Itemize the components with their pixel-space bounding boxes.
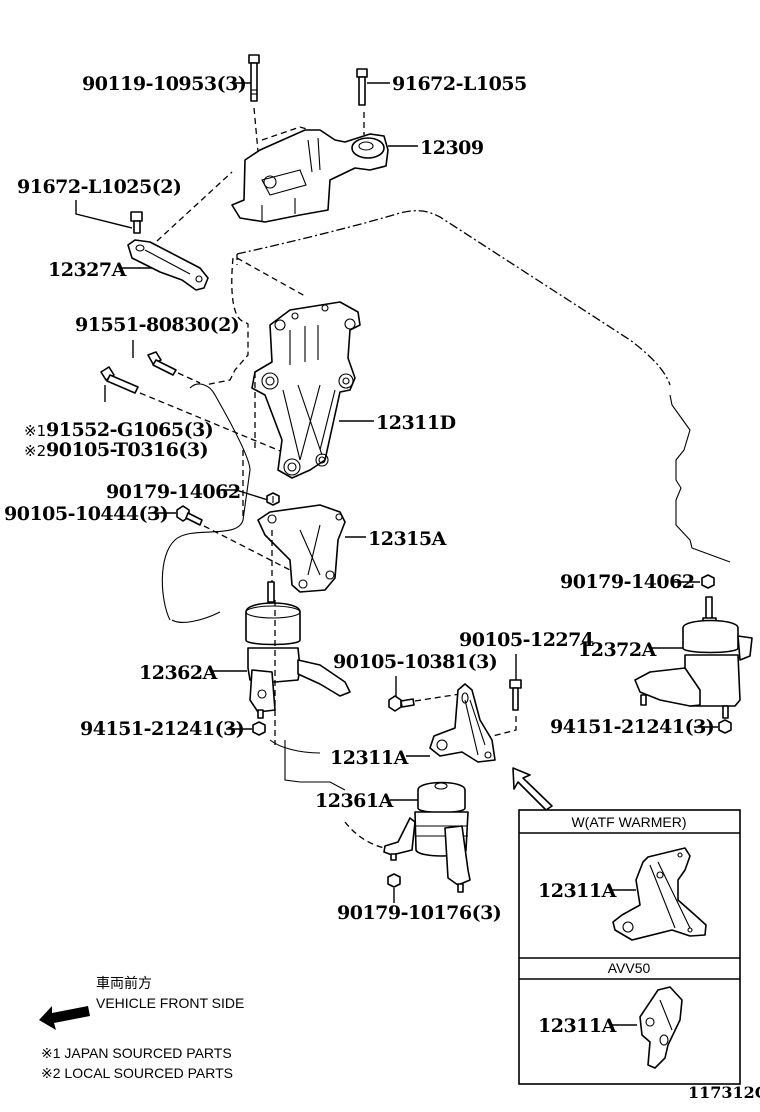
illustration-code: 117312C: [688, 1083, 760, 1102]
engine-outline: [161, 210, 731, 791]
variant-panel-frame: [518, 809, 741, 1085]
assembly-line: [156, 171, 233, 242]
variant-part-label-12311A-avv50[interactable]: 12311A: [538, 1015, 617, 1037]
stud-91551-80830[interactable]: [147, 351, 201, 384]
nut-90179-14062-right[interactable]: [701, 574, 715, 589]
variant-header-atf-warmer: W(ATF WARMER): [571, 814, 686, 830]
nut-94151-21241-right[interactable]: [718, 719, 732, 734]
leader-line: [221, 489, 269, 501]
part-label-90105-10381[interactable]: 90105-10381(3): [333, 651, 498, 673]
engine-mount-12362A[interactable]: [245, 581, 351, 745]
nut-90179-14062-left[interactable]: [266, 492, 280, 506]
bolt-90105-10381[interactable]: [388, 693, 461, 712]
vehicle-front-side-label: VEHICLE FRONT SIDE: [96, 995, 244, 1011]
nut-90179-10176[interactable]: [387, 873, 401, 888]
part-label-90105-12274[interactable]: 90105-12274: [459, 629, 594, 651]
part-label-91672-L1055[interactable]: 91672-L1055: [392, 73, 527, 95]
japan-source-mark: ※1: [24, 422, 46, 440]
bolt-91672-L1055[interactable]: [356, 68, 368, 135]
engine-mount-12361A[interactable]: [344, 781, 471, 893]
part-label-90105-10444[interactable]: 90105-10444(3): [4, 503, 169, 525]
part-label-12311D[interactable]: 12311D: [376, 412, 456, 434]
bracket-main-12311D[interactable]: [251, 301, 361, 479]
part-label-12311A[interactable]: 12311A: [330, 747, 409, 769]
bolt-91672-L1025[interactable]: [130, 211, 143, 234]
engine-mount-12372A[interactable]: [634, 596, 753, 719]
footnote-japan-sourced: ※1 JAPAN SOURCED PARTS: [41, 1045, 232, 1061]
variant-bracket-12311A-atf[interactable]: [612, 847, 707, 941]
mount-bracket-12309[interactable]: [231, 126, 389, 223]
part-label-94151-21241-right[interactable]: 94151-21241(3): [550, 716, 715, 738]
bracket-link-12327A[interactable]: [127, 239, 209, 291]
part-label-12362A[interactable]: 12362A: [139, 662, 218, 684]
local-source-mark: ※2: [24, 442, 46, 460]
part-label-90179-14062-left[interactable]: 90179-14062: [106, 481, 241, 503]
bracket-12315A[interactable]: [257, 504, 346, 598]
part-label-90179-14062-right[interactable]: 90179-14062: [560, 571, 695, 593]
vehicle-front-side-japanese: 車両前方: [96, 975, 152, 991]
bolt-90105-12274[interactable]: [469, 679, 522, 743]
part-label-91672-L1025[interactable]: 91672-L1025(2): [17, 176, 182, 198]
part-label-12309[interactable]: 12309: [420, 137, 484, 159]
arrow-left-icon: [39, 1006, 90, 1030]
part-label-12372A[interactable]: 12372A: [578, 639, 657, 661]
leader-line: [75, 200, 133, 229]
nut-94151-21241-left[interactable]: [252, 721, 266, 736]
bolt-90105-10444[interactable]: [176, 505, 291, 571]
part-label-94151-21241-left[interactable]: 94151-21241(3): [80, 718, 245, 740]
part-label-12315A[interactable]: 12315A: [368, 528, 447, 550]
part-label-12361A[interactable]: 12361A: [315, 790, 394, 812]
part-label-90105-T0316[interactable]: 90105-T0316(3): [46, 439, 209, 461]
part-label-90119-10953[interactable]: 90119-10953(3): [82, 73, 247, 95]
footnote-local-sourced: ※2 LOCAL SOURCED PARTS: [41, 1065, 233, 1081]
variant-panel: W(ATF WARMER) 12311A AVV50 12311A: [518, 809, 741, 1085]
part-label-90179-10176[interactable]: 90179-10176(3): [337, 902, 502, 924]
bracket-rear-12311A[interactable]: [429, 683, 496, 763]
variant-part-label-12311A-atf[interactable]: 12311A: [538, 880, 617, 902]
part-label-91552-G1065[interactable]: 91552-G1065(3): [46, 419, 214, 441]
part-label-12327A[interactable]: 12327A: [48, 259, 127, 281]
variant-bracket-12311A-avv50[interactable]: [639, 986, 683, 1069]
variant-header-avv50: AVV50: [608, 960, 651, 976]
assembly-direction-arrow-icon: [512, 767, 553, 811]
part-label-91551-80830[interactable]: 91551-80830(2): [75, 314, 240, 336]
bolt-91552-G1065[interactable]: [100, 366, 291, 456]
